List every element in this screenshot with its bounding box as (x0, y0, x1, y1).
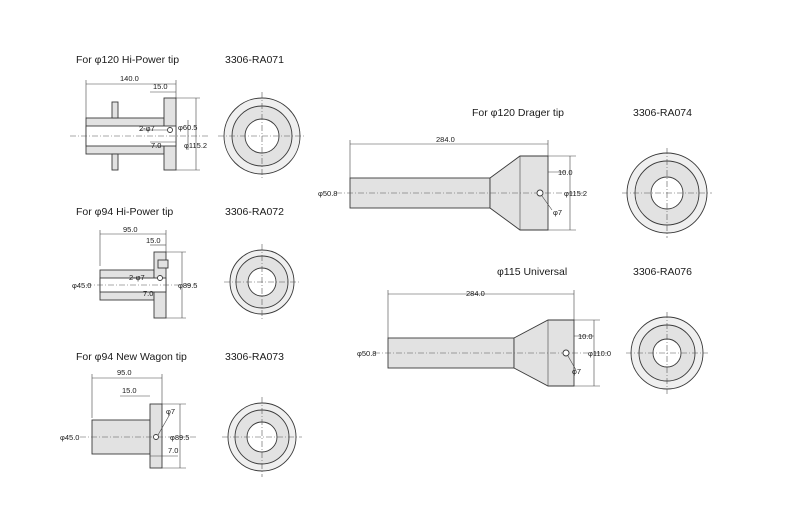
part-ra073: For φ94 New Wagon tip 3306-RA073 95.0 15… (60, 351, 302, 477)
part-title: φ115 Universal (497, 266, 567, 278)
dim-total-length: 95.0 (123, 225, 138, 234)
part-number: 3306-RA071 (225, 54, 284, 66)
dim-body-dia: φ45.0 (72, 281, 91, 290)
part-ra076: φ115 Universal 3306-RA076 284.0 10.0 φ50… (357, 266, 708, 394)
side-view: 140.0 15.0 2-φ7 7.0 φ60.5 φ115.2 (70, 74, 210, 171)
end-view (222, 397, 302, 477)
part-title: For φ120 Hi-Power tip (76, 54, 179, 66)
dim-bolt: φ7 (572, 367, 581, 376)
dim-bolt-offset: 7.0 (143, 289, 153, 298)
side-view: 284.0 10.0 φ50.8 φ115.2 φ7 (318, 135, 587, 231)
dim-total-length: 95.0 (117, 368, 132, 377)
dim-bolt: φ7 (553, 208, 562, 217)
end-view (622, 148, 712, 238)
dim-total-length: 140.0 (120, 74, 139, 83)
side-view: 284.0 10.0 φ50.8 φ110.0 φ7 (357, 289, 611, 387)
part-ra072: For φ94 Hi-Power tip 3306-RA072 95.0 15.… (72, 206, 300, 320)
dim-outer-dia: φ89.5 (178, 281, 197, 290)
dim-flange: 15.0 (153, 82, 168, 91)
dim-body-dia: φ50.8 (318, 189, 337, 198)
dim-total-length: 284.0 (466, 289, 485, 298)
dim-flange: 10.0 (558, 168, 573, 177)
side-view: 95.0 15.0 φ45.0 φ7 φ89.5 7.0 (60, 368, 196, 469)
side-view: 95.0 15.0 φ45.0 2-φ7 7.0 φ89.5 (72, 225, 197, 319)
part-number: 3306-RA072 (225, 206, 284, 218)
part-title: For φ94 New Wagon tip (76, 351, 187, 363)
part-title: For φ120 Drager tip (472, 107, 564, 119)
dim-body-dia: φ50.8 (357, 349, 376, 358)
dim-outer-dia: φ115.2 (184, 141, 207, 150)
part-ra074: For φ120 Drager tip 3306-RA074 284.0 10.… (318, 107, 712, 238)
dim-outer-dia: φ115.2 (564, 189, 587, 198)
dim-outer-dia: φ110.0 (588, 349, 611, 358)
dim-bolt: 2-φ7 (139, 124, 155, 133)
dim-inner-dia: φ60.5 (178, 123, 197, 132)
end-view (218, 92, 306, 180)
part-number: 3306-RA073 (225, 351, 284, 363)
dim-body-dia: φ45.0 (60, 433, 79, 442)
dim-bolt-offset: 7.0 (151, 141, 161, 150)
part-ra071: For φ120 Hi-Power tip 3306-RA071 140.0 1… (70, 54, 306, 180)
part-number: 3306-RA076 (633, 266, 692, 278)
part-number: 3306-RA074 (633, 107, 692, 119)
dim-flange: 15.0 (146, 236, 161, 245)
dim-outer-dia: φ89.5 (170, 433, 189, 442)
dim-bolt: φ7 (166, 407, 175, 416)
dim-flange: 15.0 (122, 386, 137, 395)
dim-total-length: 284.0 (436, 135, 455, 144)
dim-bolt: 2-φ7 (129, 273, 145, 282)
dim-bolt-offset: 7.0 (168, 446, 178, 455)
part-title: For φ94 Hi-Power tip (76, 206, 173, 218)
end-view (626, 312, 708, 394)
dim-flange: 10.0 (578, 332, 593, 341)
end-view (224, 244, 300, 320)
